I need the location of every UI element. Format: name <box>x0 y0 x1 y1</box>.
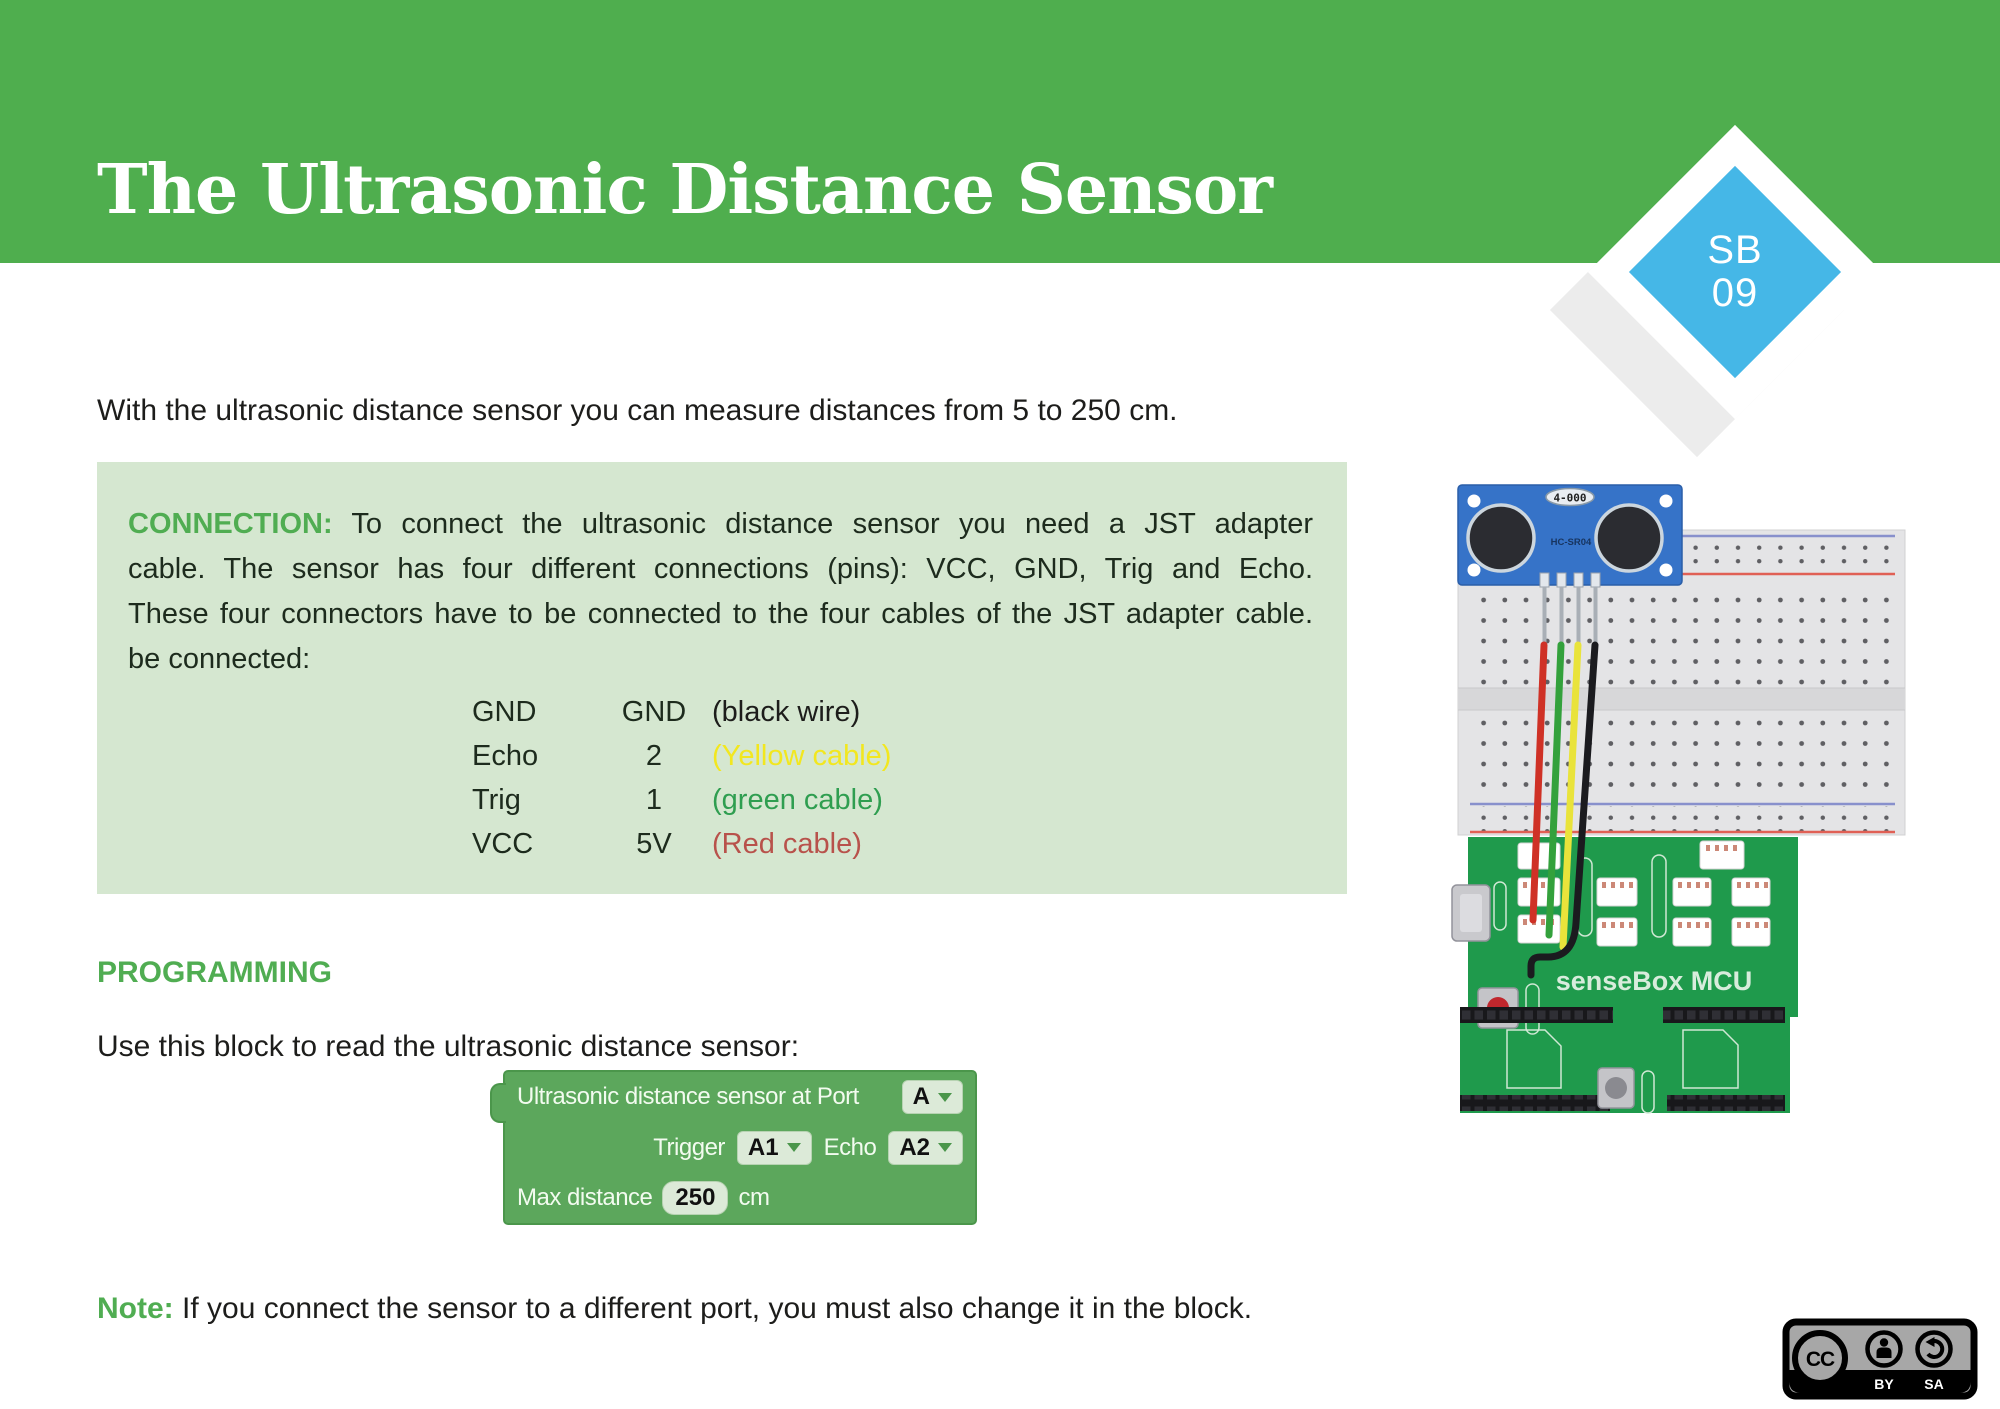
by-label: BY <box>1874 1376 1894 1392</box>
chevron-down-icon <box>938 1143 952 1152</box>
sa-share-alike-icon <box>1915 1330 1953 1368</box>
badge-label: SB 09 <box>1660 197 1810 347</box>
pin-mapping-table: GND GND (black wire) Echo 2 (Yellow cabl… <box>472 690 1313 866</box>
crystal-oscillator <box>1545 487 1595 507</box>
sensebox-mcu: senseBox MCU <box>1451 837 1798 1114</box>
pin-name: VCC <box>472 828 534 860</box>
pin-headers <box>1460 1007 1785 1111</box>
crystal-label: 4-000 <box>1553 492 1586 505</box>
sa-label: SA <box>1924 1376 1943 1392</box>
svg-text:CC: CC <box>1806 1348 1835 1371</box>
connection-paragraph-line1: CONNECTION: To connect the ultrasonic di… <box>128 508 1313 540</box>
page-title: The Ultrasonic Distance Sensor <box>97 150 1273 230</box>
pin-name: GND <box>472 696 537 728</box>
cable-label: (green cable) <box>712 784 883 816</box>
badge-line1: SB <box>1707 227 1763 272</box>
block-row-port: Ultrasonic distance sensor at Port A <box>517 1080 963 1114</box>
table-row: Trig 1 (green cable) <box>472 778 1313 822</box>
block-row-max-distance: Max distance 250 cm <box>517 1181 963 1215</box>
transducer-left <box>1466 503 1536 573</box>
wiring-figure: 4-000 HC-SR04 <box>1451 484 1906 1114</box>
chevron-down-icon <box>938 1092 952 1102</box>
by-person-icon <box>1865 1330 1903 1368</box>
pin-name: Trig <box>472 784 521 816</box>
intro-text: With the ultrasonic distance sensor you … <box>97 394 1178 427</box>
port-value: 1 <box>645 784 663 816</box>
red-wire <box>1529 641 1548 924</box>
block-port-label: Ultrasonic distance sensor at Port <box>517 1083 859 1110</box>
port-value: GND <box>621 696 687 728</box>
green-wire <box>1545 641 1565 939</box>
connection-paragraph-line4: be connected: <box>128 643 311 675</box>
ultrasonic-sensor: 4-000 HC-SR04 <box>1457 484 1683 650</box>
badge-line2: 09 <box>1711 271 1759 315</box>
note-label: Note: <box>97 1292 174 1325</box>
port-dropdown[interactable]: A <box>901 1080 963 1114</box>
port-value: 5V <box>636 828 672 860</box>
connection-box: CONNECTION: To connect the ultrasonic di… <box>97 462 1347 894</box>
transducer-right <box>1594 503 1664 573</box>
chevron-down-icon <box>786 1143 801 1152</box>
table-row: GND GND (black wire) <box>472 690 1313 734</box>
max-distance-field[interactable]: 250 <box>662 1181 729 1215</box>
note-text: Note: If you connect the sensor to a dif… <box>97 1292 1253 1325</box>
block-trigger-label: Trigger <box>653 1133 725 1161</box>
connection-paragraph-line2: cable. The sensor has four different con… <box>128 553 1313 585</box>
cc-by-sa-badge: CC BY SA <box>1782 1318 1978 1400</box>
connection-label: CONNECTION: <box>128 508 333 540</box>
board-label: senseBox MCU <box>1556 966 1753 996</box>
pin-name: Echo <box>472 740 539 772</box>
cc-logo-icon: CC <box>1792 1330 1848 1386</box>
block-max-label: Max distance <box>517 1184 653 1211</box>
sensor-model-label: HC-SR04 <box>1551 537 1592 548</box>
cable-label: (black wire) <box>712 696 861 728</box>
cable-label: (Red cable) <box>712 828 862 860</box>
table-row: VCC 5V (Red cable) <box>472 822 1313 866</box>
block-row-trigger-echo: Trigger A1 Echo A2 <box>517 1130 963 1165</box>
table-row: Echo 2 (Yellow cable) <box>472 734 1313 778</box>
blockly-ultrasonic-block: Ultrasonic distance sensor at Port A Tri… <box>490 1070 977 1225</box>
port-value: 2 <box>645 740 663 772</box>
black-wire <box>1527 641 1599 979</box>
programming-heading: PROGRAMMING <box>97 956 332 989</box>
yellow-wire <box>1559 641 1582 951</box>
trigger-dropdown[interactable]: A1 <box>736 1130 812 1165</box>
block-max-unit: cm <box>738 1184 770 1211</box>
block-output-tab <box>490 1083 506 1123</box>
connection-paragraph-line3: These four connectors have to be connect… <box>128 598 1313 630</box>
echo-dropdown[interactable]: A2 <box>888 1130 963 1165</box>
jumper-wires <box>1527 641 1599 979</box>
cable-label: (Yellow cable) <box>712 740 892 772</box>
block-echo-label: Echo <box>823 1133 877 1161</box>
block-instruction: Use this block to read the ultrasonic di… <box>97 1030 800 1063</box>
